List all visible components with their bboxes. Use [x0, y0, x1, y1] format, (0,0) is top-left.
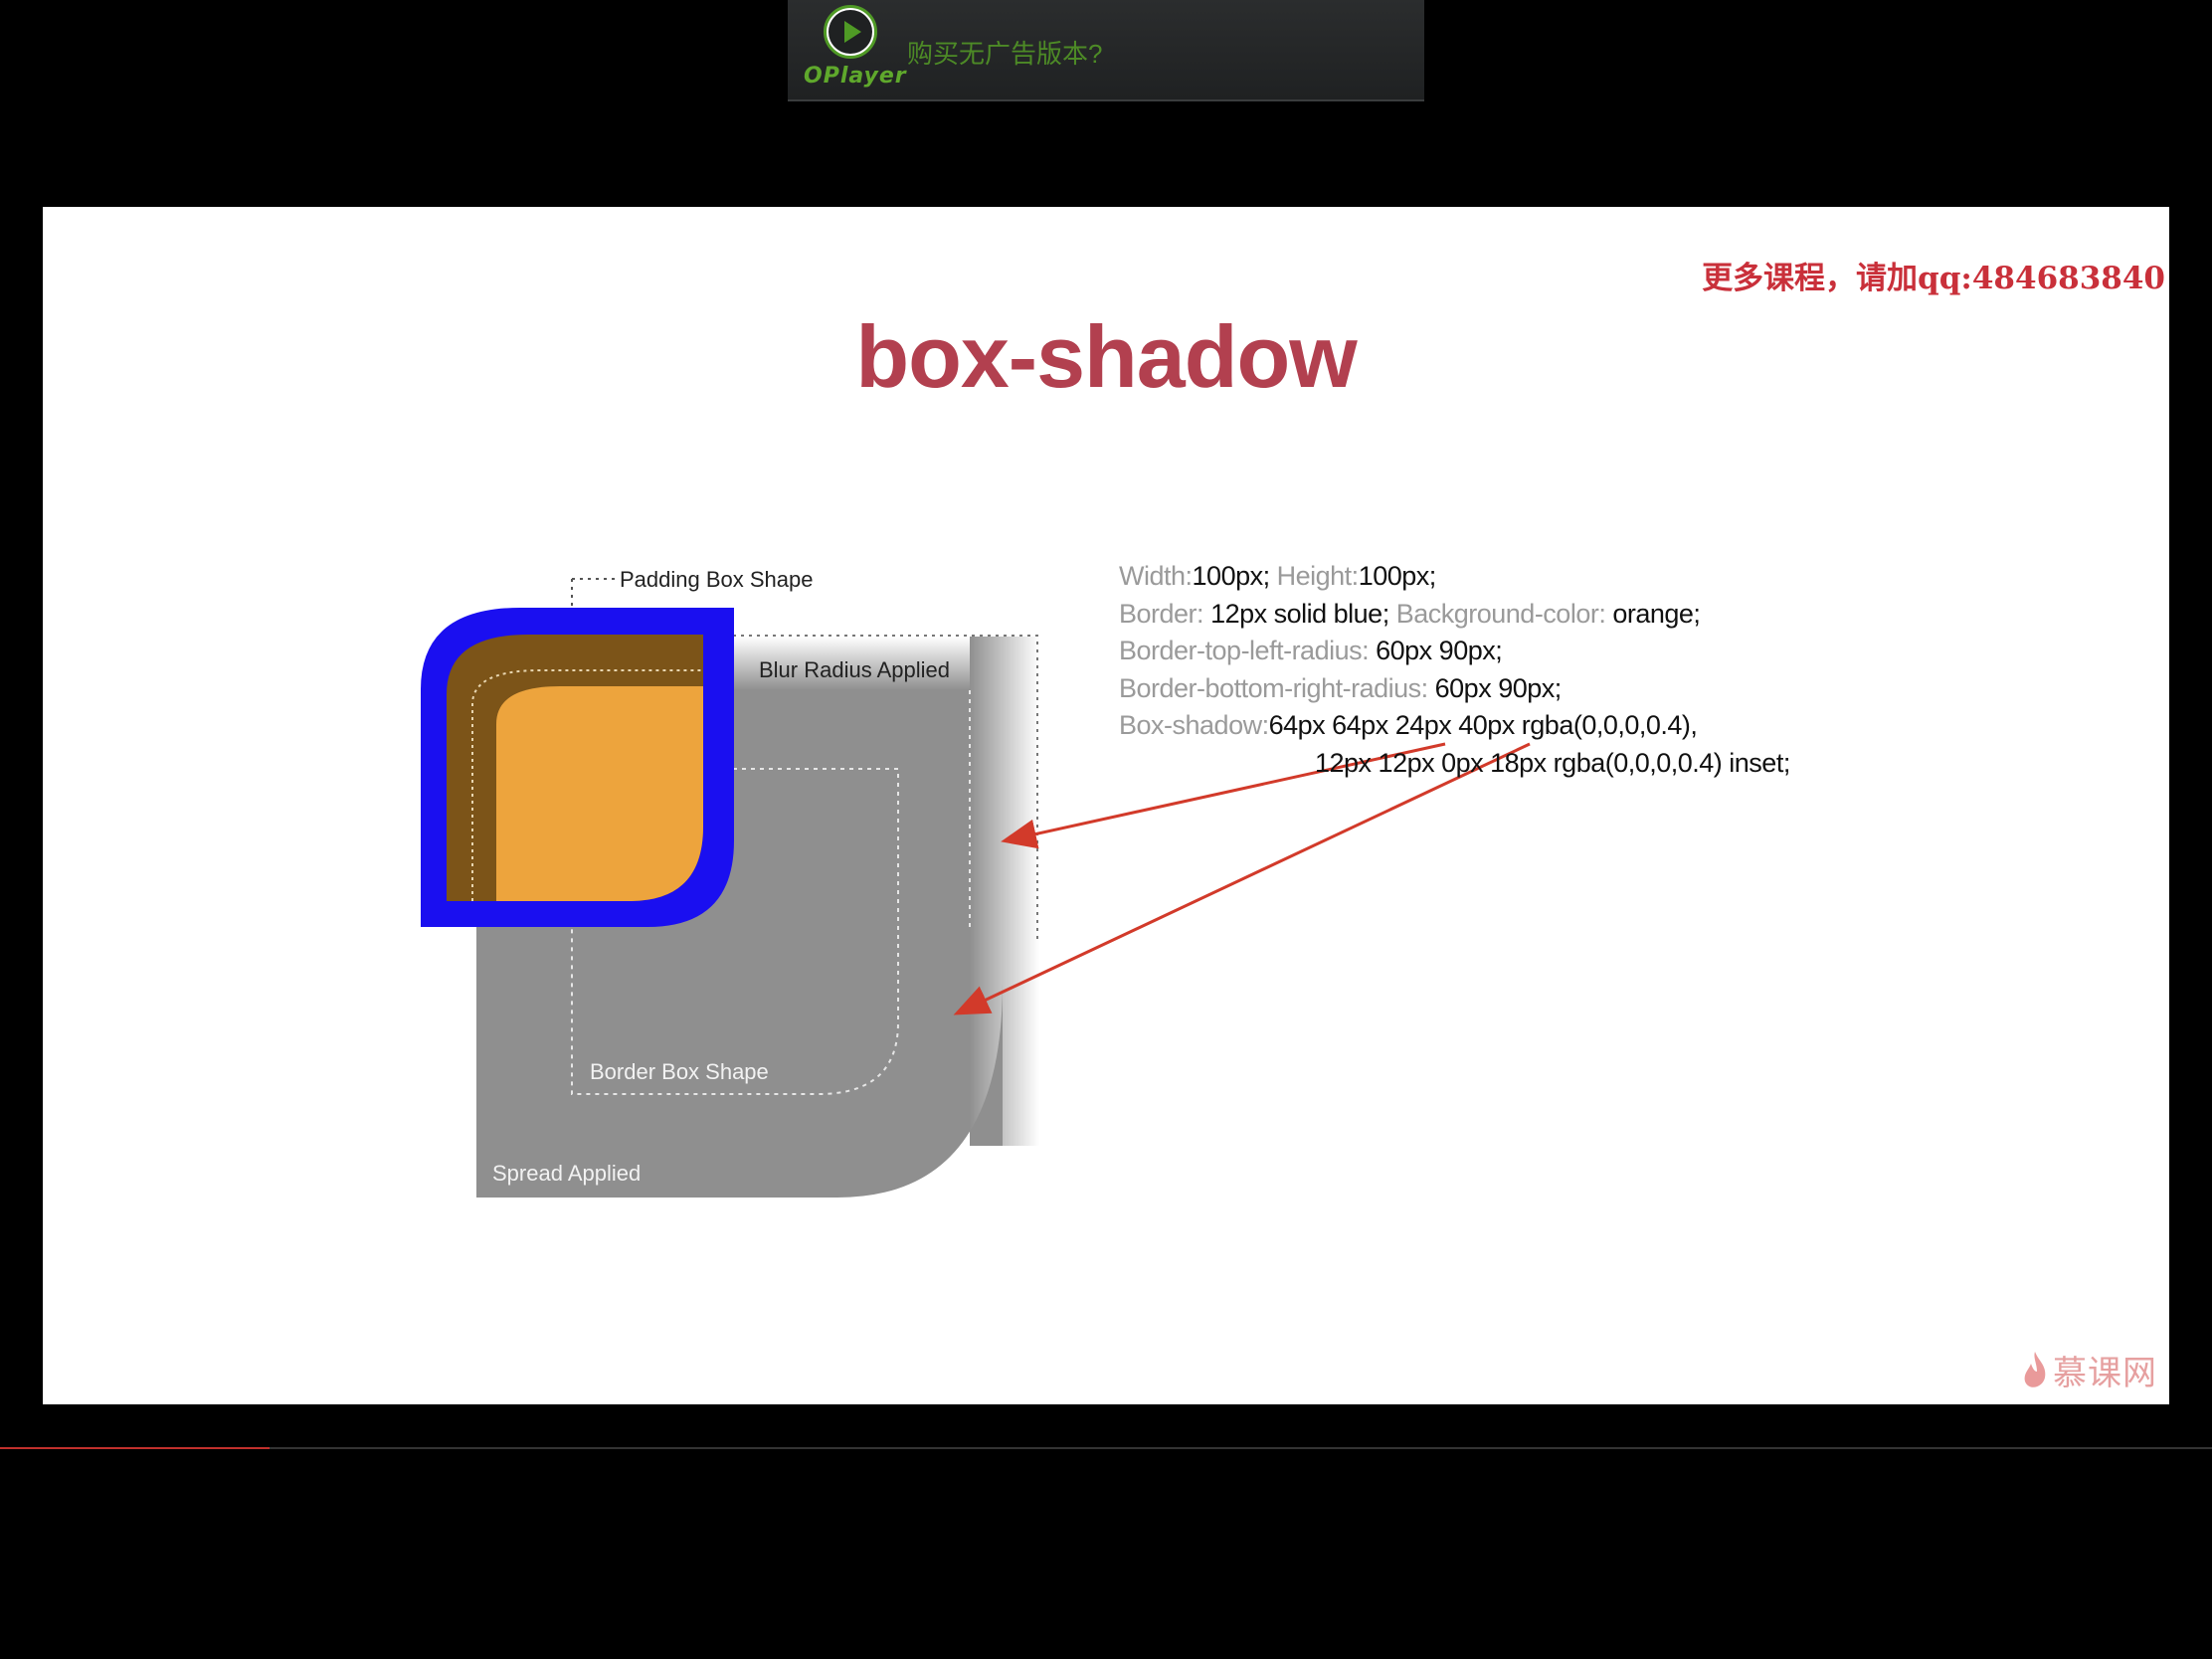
ad-brand: OPlayer	[804, 64, 907, 89]
ad-upgrade-text[interactable]: 购买无广告版本?	[907, 39, 1103, 69]
label-spread: Spread Applied	[492, 1161, 641, 1186]
code-line-4: Border-bottom-right-radius: 60px 90px;	[1119, 672, 1562, 703]
slide-title: box-shadow	[855, 307, 1357, 406]
label-padding-box: Padding Box Shape	[620, 567, 814, 592]
imooc-logo: 慕课网	[2021, 1346, 2157, 1394]
border-box-outline	[571, 768, 899, 1095]
slide: 更多课程，请加qq:484683840 box-shadow	[43, 207, 2169, 1404]
code-block: Width:100px; Height:100px; Border: 12px …	[1119, 558, 1790, 782]
flame-icon	[2024, 1351, 2046, 1387]
watermark-text: 更多课程，请加qq:484683840	[1702, 261, 2165, 296]
progress-bar[interactable]	[0, 1447, 2212, 1449]
ad-banner[interactable]: OPlayer 购买无广告版本?	[788, 0, 1424, 101]
blur-fringe-right	[970, 637, 1039, 1146]
code-line-5: Box-shadow:64px 64px 24px 40px rgba(0,0,…	[1119, 710, 1698, 740]
code-line-1: Width:100px; Height:100px;	[1119, 561, 1436, 591]
arrow-to-spread	[953, 742, 1531, 1015]
progress-fill	[0, 1447, 271, 1449]
play-icon	[824, 5, 877, 59]
orange-padding-box	[496, 686, 703, 901]
arrow-to-blur	[1001, 742, 1446, 849]
label-blur-radius: Blur Radius Applied	[759, 657, 950, 682]
code-line-2: Border: 12px solid blue; Background-colo…	[1119, 598, 1701, 629]
blur-fringe-top	[729, 637, 970, 690]
label-border-box: Border Box Shape	[590, 1059, 769, 1084]
code-line-6: 12px 12px 0px 18px rgba(0,0,0,0.4) inset…	[1315, 747, 1790, 778]
box-shadow-diagram: Padding Box Shape Blur Radius Applied Bo…	[421, 567, 1531, 1198]
code-line-3: Border-top-left-radius: 60px 90px;	[1119, 636, 1503, 665]
